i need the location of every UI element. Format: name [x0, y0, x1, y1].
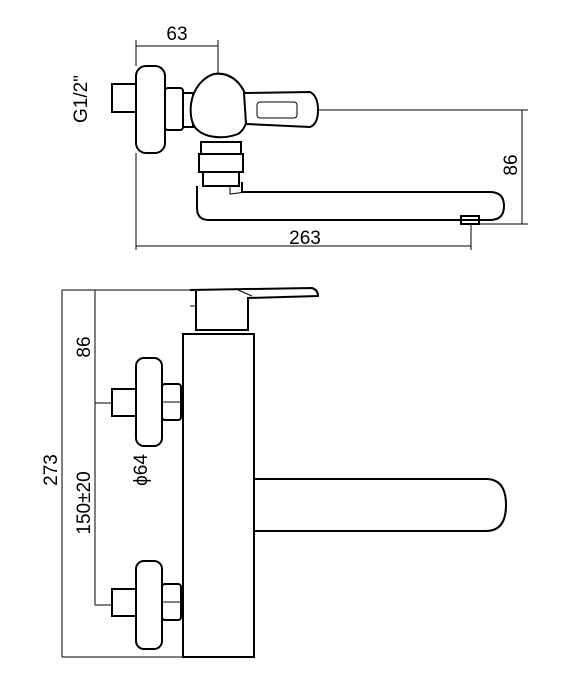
- top-view: 63 G1/2" 86 263: [71, 24, 528, 250]
- dim-diameter-label: ϕ64: [131, 454, 152, 486]
- top-flange: [135, 65, 166, 154]
- front-lower-flange: [135, 560, 163, 650]
- dim-273-label: 273: [41, 454, 62, 486]
- dim-thread-label: G1/2": [71, 75, 92, 123]
- front-body: [182, 333, 255, 658]
- front-upper-stub: [111, 388, 137, 417]
- top-lever: [242, 90, 320, 129]
- top-body: [189, 72, 249, 139]
- dim-263-label: 263: [289, 228, 321, 249]
- dim-86-front-label: 86: [74, 336, 95, 357]
- top-spout: [196, 182, 506, 221]
- top-lever-slot: [256, 101, 298, 119]
- top-aerator: [460, 215, 480, 225]
- front-upper-flange: [135, 357, 163, 447]
- front-lever-hinge: [237, 289, 253, 297]
- front-view: 273 86 150±20 ϕ64: [41, 286, 508, 658]
- dim-63-label: 63: [166, 24, 187, 45]
- top-neck-base: [202, 171, 240, 187]
- front-lever: [189, 286, 320, 331]
- dim-86-label: 86: [501, 154, 522, 175]
- dim-150-label: 150±20: [74, 471, 95, 534]
- top-neck: [198, 153, 244, 173]
- top-wall-stub: [111, 83, 137, 113]
- top-neck-ring: [200, 141, 242, 155]
- top-nut: [164, 87, 184, 131]
- front-spout: [254, 478, 508, 532]
- front-lower-stub: [111, 588, 137, 617]
- top-spout-joint: [229, 186, 247, 195]
